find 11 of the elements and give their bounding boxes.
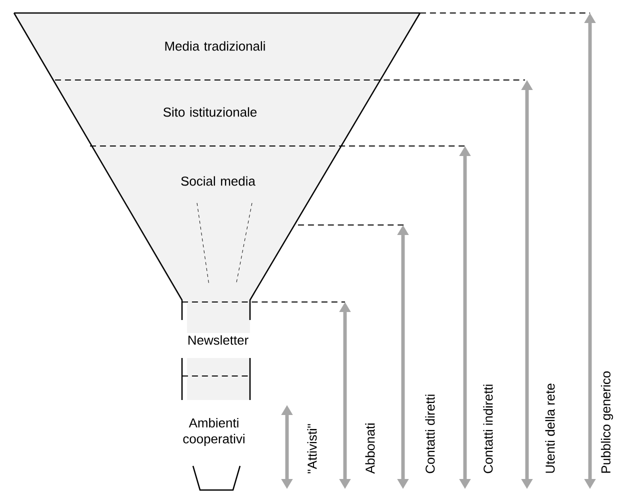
band-label: Newsletter: [188, 335, 248, 345]
band-label: Media tradizionali: [165, 41, 265, 51]
measure-label: Pubblico generico: [600, 371, 614, 473]
measure-label: Abbonati: [365, 424, 375, 474]
band-label: Sito istituzionale: [163, 107, 257, 117]
measure-label: Contatti indiretti: [483, 384, 493, 474]
measure-label: Utenti della rete: [545, 384, 555, 473]
band-label: Ambienti cooperativi: [183, 418, 244, 446]
measure-label: Contatti diretti: [425, 394, 435, 474]
measure-label: "Attivisti": [307, 424, 317, 474]
band-label: Social media: [181, 176, 256, 186]
